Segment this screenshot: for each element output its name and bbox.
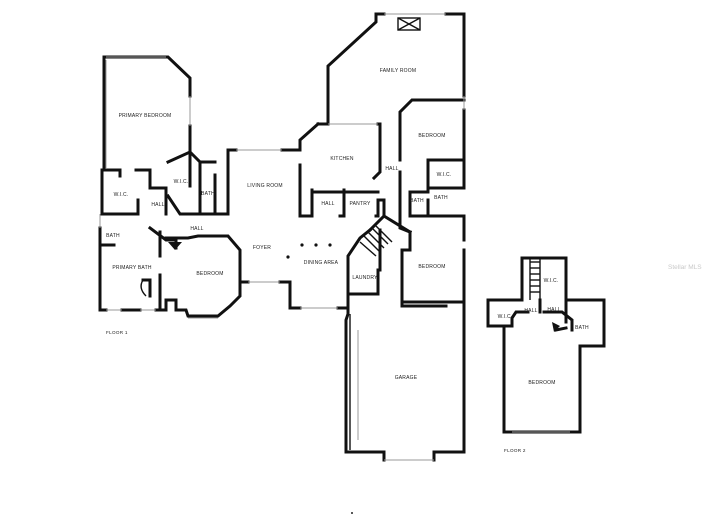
label-bath-mid: BATH [201, 191, 215, 197]
label-wic-primary: W.I.C. [174, 179, 189, 185]
label-bedroom-right-top: BEDROOM [418, 133, 445, 139]
label-hall-left: HALL [151, 202, 164, 208]
floor1-label: FLOOR 1 [106, 330, 128, 335]
floor1-walls [98, 12, 466, 462]
label-pantry: PANTRY [349, 201, 370, 207]
label-wic-right: W.I.C. [437, 172, 452, 178]
label-garage: GARAGE [395, 375, 418, 381]
label-hall-kitchen: HALL [321, 201, 334, 207]
label-wic-left: W.I.C. [114, 192, 129, 198]
label-living-room: LIVING ROOM [247, 183, 283, 189]
label-foyer: FOYER [253, 245, 271, 251]
floor2-walls [486, 256, 606, 434]
label-f2-wic-1: W.I.C. [498, 314, 513, 320]
floor1-details [99, 13, 465, 514]
label-hall-right: HALL [385, 166, 398, 172]
label-bedroom-mid: BEDROOM [196, 271, 223, 277]
label-bedroom-right-bottom: BEDROOM [418, 264, 445, 270]
label-bath-left: BATH [106, 233, 120, 239]
label-f2-hall-1: HALL [524, 308, 537, 314]
label-bath-right-1: BATH [410, 198, 424, 204]
label-f2-bedroom: BEDROOM [528, 380, 555, 386]
label-bath-right-2: BATH [434, 195, 448, 201]
floor2-details [512, 258, 570, 433]
label-f2-wic-2: W.I.C. [544, 278, 559, 284]
label-hall-lower: HALL [190, 226, 203, 232]
label-primary-bath: PRIMARY BATH [112, 265, 152, 271]
label-primary-bedroom: PRIMARY BEDROOM [119, 113, 172, 119]
label-laundry: LAUNDRY [352, 275, 378, 281]
watermark: Stellar MLS [668, 264, 702, 271]
label-kitchen: KITCHEN [330, 156, 354, 162]
label-f2-hall-2: HALL [547, 307, 560, 313]
label-family-room: FAMILY ROOM [380, 68, 416, 74]
floor2-label: FLOOR 2 [504, 448, 526, 453]
label-f2-bath: BATH [575, 325, 589, 331]
label-dining-area: DINING AREA [304, 260, 339, 266]
